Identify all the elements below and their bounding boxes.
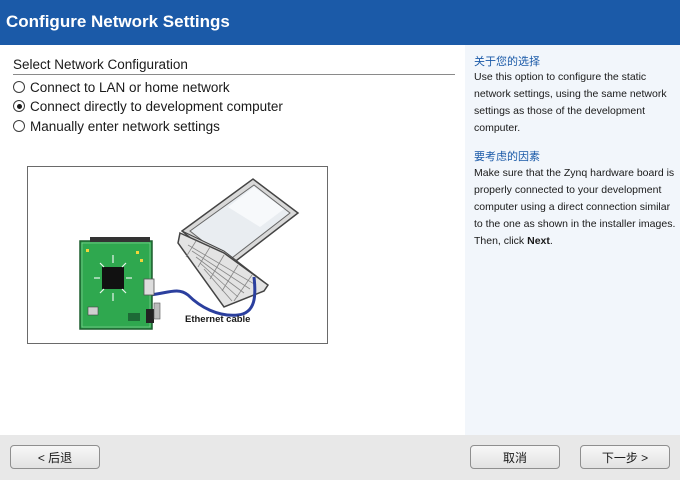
radio-button-manual[interactable] — [13, 120, 25, 132]
back-button[interactable]: < 后退 — [10, 445, 100, 469]
button-bar: < 后退 取消 下一步 > — [0, 435, 680, 480]
ethernet-cable-label: Ethernet cable — [185, 314, 251, 325]
radio-button-lan[interactable] — [13, 81, 25, 93]
main-panel: Select Network Configuration Connect to … — [0, 45, 465, 435]
next-button[interactable]: 下一步 > — [580, 445, 670, 469]
section-label: Select Network Configuration — [13, 57, 188, 72]
help-text-period: . — [549, 235, 553, 247]
radio-label-lan: Connect to LAN or home network — [30, 79, 230, 95]
radio-label-direct: Connect directly to development computer — [30, 98, 283, 114]
section-divider — [13, 74, 455, 75]
help-heading-considerations: 要考虑的因素 — [474, 151, 540, 163]
help-text-considerations: Make sure that the Zynq hardware board i… — [474, 165, 676, 250]
radio-label-manual: Manually enter network settings — [30, 118, 220, 134]
board-laptop-illustration — [79, 178, 300, 330]
radio-option-manual[interactable]: Manually enter network settings — [13, 117, 220, 135]
help-heading-about: 关于您的选择 — [474, 56, 540, 68]
radio-option-lan[interactable]: Connect to LAN or home network — [13, 78, 230, 96]
window-title: Configure Network Settings — [6, 12, 230, 31]
help-text-about: Use this option to configure the static … — [474, 71, 667, 134]
connection-illustration: Ethernet cable — [27, 166, 328, 344]
help-text-next-emphasis: Next — [527, 235, 550, 247]
help-text-body: Make sure that the Zynq hardware board i… — [474, 167, 676, 247]
cancel-button[interactable]: 取消 — [470, 445, 560, 469]
title-bar: Configure Network Settings — [0, 0, 680, 45]
help-panel: 关于您的选择 Use this option to configure the … — [465, 45, 680, 435]
radio-button-direct[interactable] — [13, 100, 25, 112]
radio-option-direct[interactable]: Connect directly to development computer — [13, 97, 283, 115]
